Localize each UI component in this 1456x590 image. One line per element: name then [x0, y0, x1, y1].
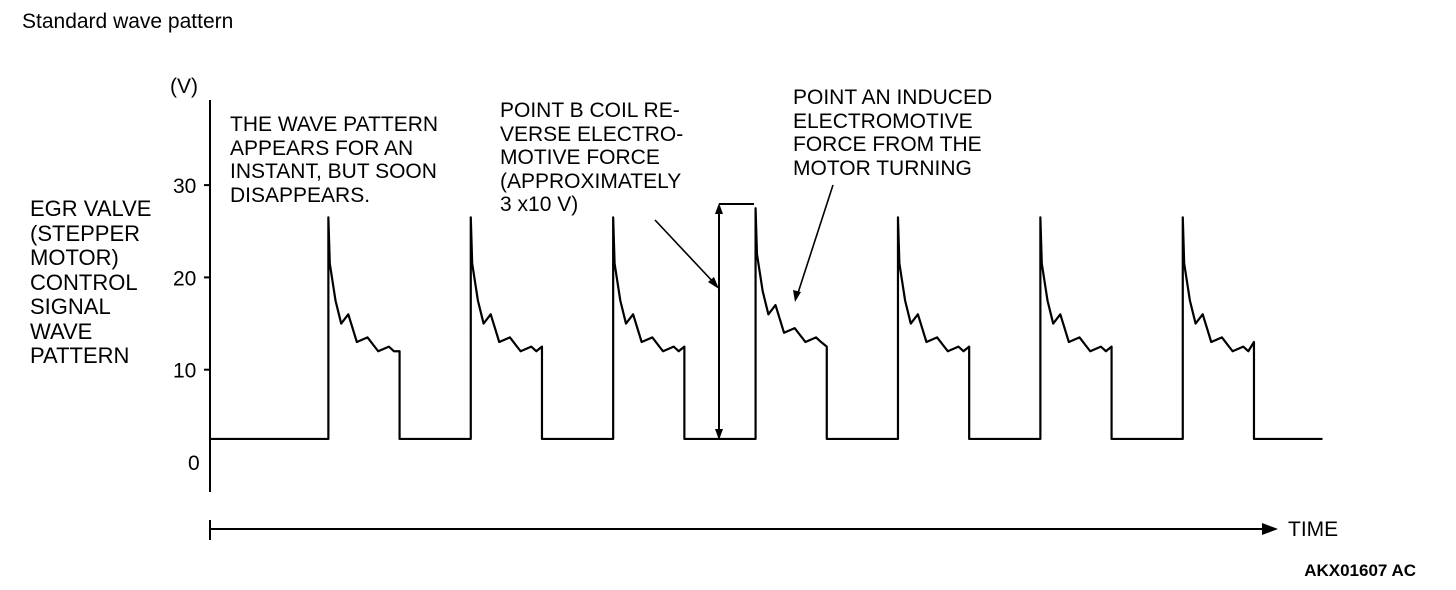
- point-b-leader-arrow: [708, 277, 719, 289]
- dimension-arrow-bottom: [715, 429, 723, 440]
- y-tick-label: 0: [188, 452, 200, 475]
- figure-code: AKX01607 AC: [1304, 561, 1416, 580]
- signal-label-line: MOTOR): [30, 245, 119, 270]
- point-a-leader: [796, 184, 834, 297]
- annotation-line: MOTIVE FORCE: [500, 146, 660, 169]
- annotation-wave-appears: THE WAVE PATTERN APPEARS FOR AN INSTANT,…: [230, 113, 438, 207]
- annotation-line: 3 x10 V): [500, 193, 579, 216]
- dimension-arrow-top: [715, 203, 723, 214]
- y-axis-unit: (V): [170, 75, 198, 98]
- signal-label-line: PATTERN: [30, 343, 130, 368]
- y-ticks: 30 20 10 0: [173, 175, 210, 475]
- time-axis-arrowhead: [1262, 523, 1278, 535]
- annotation-line: MOTOR TURNING: [793, 156, 972, 180]
- signal-label-line: (STEPPER: [30, 220, 141, 246]
- time-axis-label: TIME: [1288, 518, 1338, 541]
- signal-label: EGR VALVE (STEPPER MOTOR) CONTROL SIGNAL…: [30, 196, 152, 369]
- y-tick-label: 10: [173, 360, 196, 383]
- annotation-point-b: POINT B COIL RE- VERSE ELECTRO- MOTIVE F…: [500, 99, 683, 217]
- annotation-point-a: POINT AN INDUCED ELECTROMOTIVE FORCE FRO…: [793, 86, 992, 180]
- annotation-line: (APPROXIMATELY: [500, 169, 682, 193]
- annotation-line: POINT B COIL RE-: [500, 99, 680, 122]
- y-tick-label: 30: [173, 175, 196, 198]
- point-a-leader-arrow: [793, 290, 801, 302]
- point-b-marker: [654, 203, 754, 440]
- annotation-line: FORCE FROM THE: [793, 133, 982, 156]
- annotation-line: POINT AN INDUCED: [793, 86, 993, 109]
- signal-label-line: EGR VALVE: [30, 196, 152, 221]
- point-a-marker: [793, 184, 834, 302]
- signal-label-line: WAVE: [30, 318, 93, 344]
- signal-label-line: SIGNAL: [30, 294, 111, 319]
- chart-heading: Standard wave pattern: [22, 10, 234, 33]
- y-tick-label: 20: [173, 267, 196, 290]
- signal-trace: [210, 207, 1323, 441]
- signal-label-line: CONTROL: [30, 269, 138, 295]
- annotation-line: VERSE ELECTRO-: [500, 122, 684, 146]
- point-b-leader: [654, 219, 717, 286]
- annotation-line: ELECTROMOTIVE: [793, 109, 973, 133]
- annotation-line: INSTANT, BUT SOON: [230, 160, 437, 183]
- waveform: [210, 207, 1323, 441]
- annotation-line: THE WAVE PATTERN: [230, 113, 439, 136]
- annotation-line: APPEARS FOR AN: [230, 136, 414, 160]
- annotation-line: DISAPPEARS.: [230, 183, 371, 207]
